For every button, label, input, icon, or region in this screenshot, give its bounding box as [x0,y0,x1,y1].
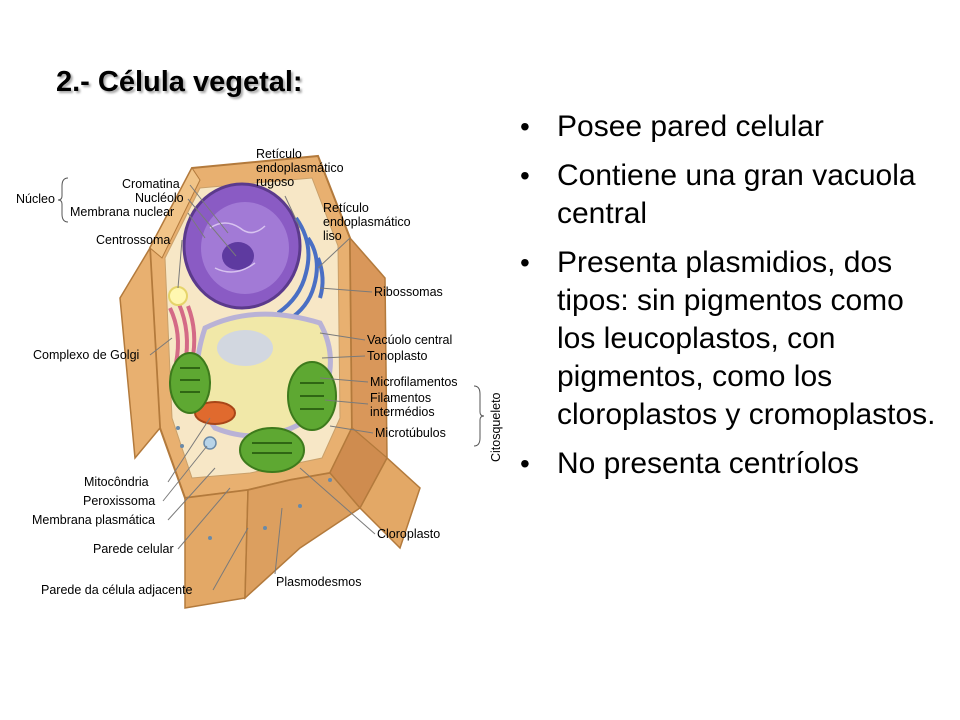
leader-lines [149,184,376,591]
label-centrossoma: Centrossoma [96,233,170,247]
bullet-item: Contiene una gran vacuola central [520,157,940,233]
rough-er [276,216,325,322]
label-parede-adjacente: Parede da célula adjacente [41,583,193,597]
label-cloroplasto: Cloroplasto [377,527,440,541]
label-plasmodesmos: Plasmodesmos [276,575,361,589]
label-filamentos-line1: Filamentos [370,391,431,405]
label-membrana-plasmatica: Membrana plasmática [32,513,155,527]
label-cromatina: Cromatina [122,177,180,191]
label-microfilamentos: Microfilamentos [370,375,458,389]
nucleus-brace [57,177,69,223]
slide-title: 2.- Célula vegetal: [56,66,303,98]
cytoskeleton-brace [473,385,485,447]
label-rer-line3: rugoso [256,175,294,189]
label-parede-celular: Parede celular [93,542,174,556]
label-nucleolo: Nucléolo [135,191,184,205]
label-rel-line1: Retículo [323,201,369,215]
plant-cell-illustration: Núcleo Cromatina Nucléolo Membrana nucle… [16,147,503,609]
label-microtubulos: Microtúbulos [375,426,446,440]
nucleus [182,182,302,310]
label-peroxissoma: Peroxissoma [83,494,155,508]
label-tonoplasto: Tonoplasto [367,349,428,363]
label-rel-line3: liso [323,229,342,243]
bullet-item: Presenta plasmidios, dos tipos: sin pigm… [520,244,940,434]
plant-cell-diagram: Núcleo Cromatina Nucléolo Membrana nucle… [0,128,520,628]
label-rer-line1: Retículo [256,147,302,161]
bullet-item: No presenta centríolos [520,445,940,483]
feature-list: Posee pared celular Contiene una gran va… [520,108,940,494]
label-rel-line2: endoplasmático [323,215,411,229]
label-vacuolo-central: Vacúolo central [367,333,452,347]
centrosome [168,286,188,306]
label-mitocondria: Mitocôndria [84,475,149,489]
label-citosqueleto: Citosqueleto [489,392,503,462]
label-complexo-golgi: Complexo de Golgi [33,348,139,362]
plasmodesmata [176,426,332,540]
label-membrana-nuclear: Membrana nuclear [70,205,174,219]
bullet-item: Posee pared celular [520,108,940,146]
label-filamentos-line2: intermédios [370,405,435,419]
label-rer-line2: endoplasmático [256,161,344,175]
chloroplasts [169,352,337,473]
label-ribossomas: Ribossomas [374,285,443,299]
label-nucleo: Núcleo [16,192,55,206]
